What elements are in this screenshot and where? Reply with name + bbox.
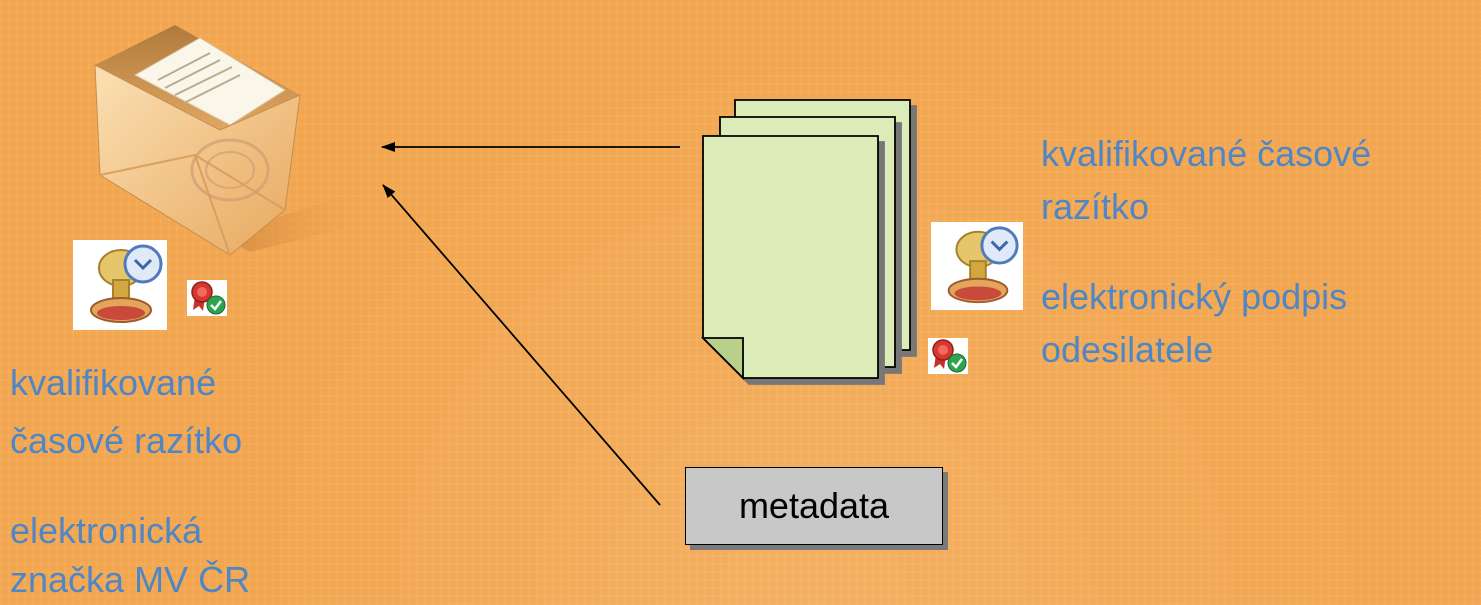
metadata-box: metadata xyxy=(685,467,943,545)
metadata-to-envelope-arrow xyxy=(382,184,661,506)
left-seal-label-line2: značka MV ČR xyxy=(10,559,251,600)
right-signature-label-line2: odesilatele xyxy=(1041,329,1214,370)
right-timestamp-label-line1: kvalifikované časové xyxy=(1041,133,1372,174)
left-seal-label-line1: elektronická xyxy=(10,510,203,551)
document-stack-icon xyxy=(700,99,911,381)
left-timestamp-label-line1: kvalifikované xyxy=(10,362,217,403)
certificate-verified-icon-right xyxy=(928,338,968,374)
timestamp-stamp-icon xyxy=(73,240,167,330)
envelope-icon xyxy=(94,25,380,256)
metadata-label: metadata xyxy=(738,485,890,526)
right-timestamp-label-line2: razítko xyxy=(1041,186,1150,227)
certificate-verified-icon xyxy=(187,280,227,316)
left-timestamp-label-line2: časové razítko xyxy=(10,420,243,461)
right-signature-label-line1: elektronický podpis xyxy=(1041,276,1348,317)
timestamp-stamp-icon-right xyxy=(931,222,1023,310)
